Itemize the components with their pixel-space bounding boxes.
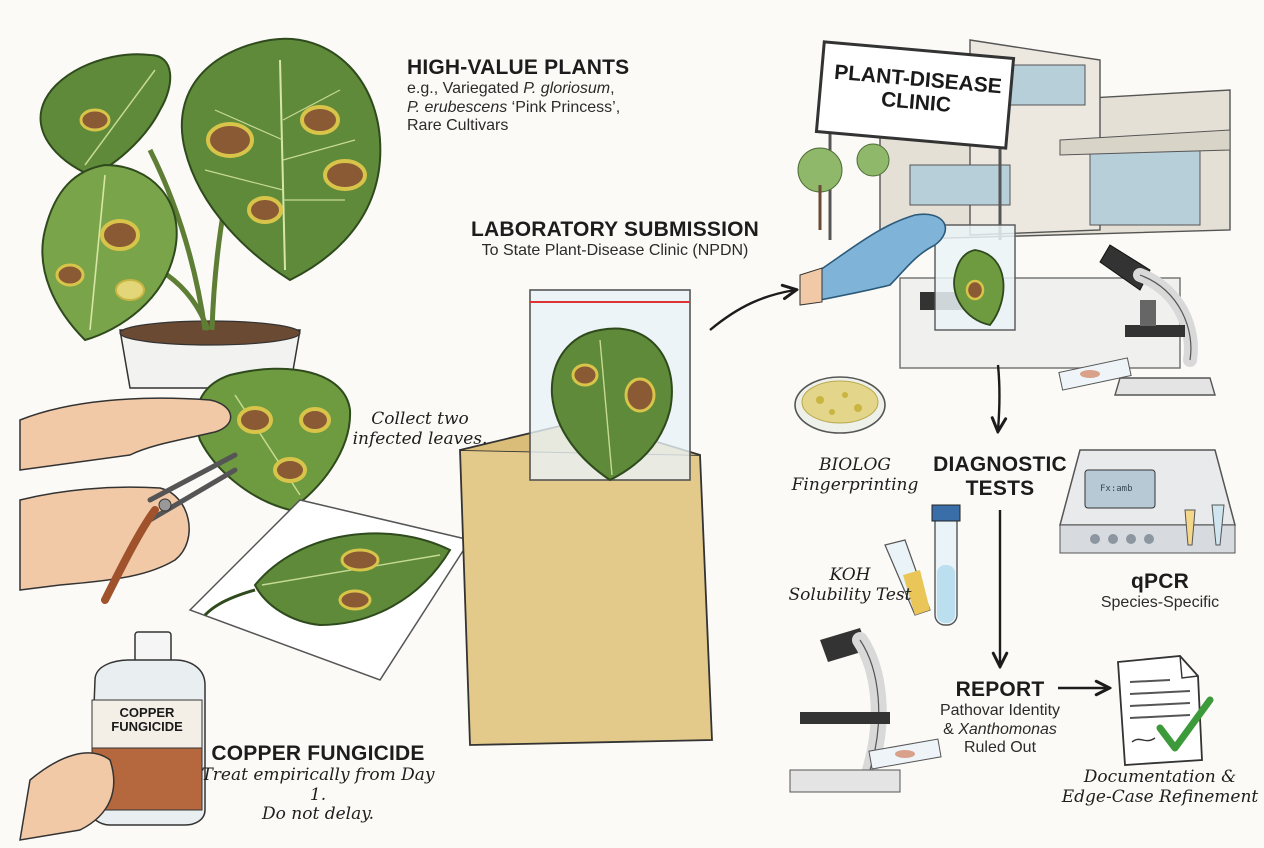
qpcr-subtitle: Species-Specific [1100, 594, 1220, 612]
qpcr-title: qPCR [1131, 570, 1189, 593]
microscope-illustration-top [1058, 244, 1216, 396]
collect-leaves-note: Collect two infected leaves. [352, 409, 488, 449]
high-value-plants-line-2: P. erubescens ‘Pink Princess’, [407, 98, 621, 116]
laboratory-submission-title: LABORATORY SUBMISSION [470, 218, 760, 241]
submission-arrow [709, 290, 795, 331]
clinic-building-illustration [797, 39, 1231, 241]
high-value-plants-title: HIGH-VALUE PLANTS [407, 56, 630, 79]
bottle-label-text: COPPER FUNGICIDE [111, 705, 183, 735]
report-document-icon [1117, 655, 1214, 766]
laboratory-submission-subtitle: To State Plant-Disease Clinic (NPDN) [481, 242, 749, 260]
report-label: REPORT Pathovar Identity & Xanthomonas R… [925, 678, 1075, 757]
high-value-plants-line-1: e.g., Variegated P. gloriosum, [407, 80, 615, 98]
report-title: REPORT [955, 678, 1045, 701]
petri-dish-illustration [794, 376, 886, 434]
biolog-fingerprinting-label: BIOLOG Fingerprinting [791, 455, 919, 495]
potted-plant-illustration [39, 37, 382, 389]
koh-solubility-label: KOH Solubility Test [788, 565, 912, 605]
envelope-with-specimen-bag-illustration [459, 289, 713, 746]
qpcr-label: qPCR Species-Specific [1085, 570, 1235, 613]
leaf-on-paper-illustration [188, 499, 472, 681]
gloved-hand-submitting-sample [799, 213, 1181, 369]
copper-fungicide-title: COPPER FUNGICIDE [211, 742, 425, 765]
laboratory-submission-label: LABORATORY SUBMISSION To State Plant-Dis… [455, 218, 775, 261]
qpcr-machine-illustration [1059, 449, 1236, 554]
high-value-plants-line-3: Rare Cultivars [407, 116, 509, 134]
arrow-clinic-to-tests [998, 364, 1000, 430]
copper-fungicide-bottle-illustration [19, 631, 206, 841]
microscope-illustration-bottom [789, 628, 942, 793]
high-value-plants-label: HIGH-VALUE PLANTS e.g., Variegated P. gl… [407, 56, 629, 135]
diagnostic-tests-label: DIAGNOSTIC TESTS [933, 453, 1067, 501]
copper-fungicide-label: COPPER FUNGICIDE Treat empirically from … [198, 742, 438, 825]
koh-test-tubes-illustration [884, 504, 961, 626]
hands-cutting-leaf-illustration [19, 367, 352, 604]
documentation-label: Documentation & Edge-Case Refinement [1061, 767, 1259, 807]
qpcr-screen-text: Fx:amb [1100, 484, 1133, 494]
